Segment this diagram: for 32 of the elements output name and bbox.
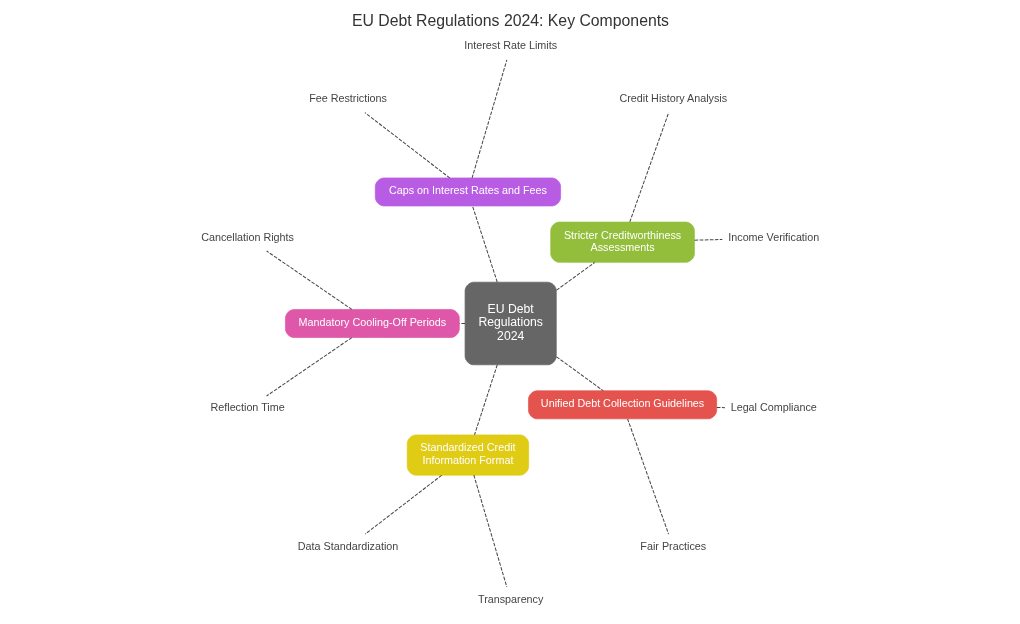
connector	[626, 418, 669, 535]
node-text: Interest Rate Limits	[463, 39, 557, 52]
node-box: Unified Debt Collection Guidelines	[527, 390, 717, 420]
connector	[471, 59, 507, 179]
connector	[555, 356, 604, 392]
node-text: Data Standardization	[297, 539, 398, 552]
connector	[458, 323, 465, 324]
connector	[715, 406, 725, 409]
connector	[472, 474, 507, 588]
node-text: Credit History Analysis	[618, 92, 727, 105]
node-text: Transparency	[477, 592, 543, 605]
node-text: Reflection Time	[210, 401, 285, 414]
connector	[363, 112, 450, 179]
node-box: EU Debt Regulations 2024	[464, 281, 557, 366]
node-text: Legal Compliance	[730, 401, 817, 414]
node-box: Standardized Credit Information Format	[406, 434, 529, 476]
node-box: Caps on Interest Rates and Fees	[374, 177, 561, 207]
node-text: Income Verification	[727, 230, 819, 243]
connector	[364, 474, 442, 535]
connector	[265, 250, 352, 310]
connector	[555, 262, 595, 291]
connector	[471, 205, 498, 283]
connector	[473, 364, 498, 436]
node-text: Fee Restrictions	[308, 92, 387, 105]
connector	[693, 238, 723, 241]
node-box: Stricter Creditworthiness Assessments	[549, 221, 695, 263]
connector	[265, 337, 352, 397]
node-box: Mandatory Cooling-Off Periods	[284, 309, 460, 338]
node-text: Cancellation Rights	[200, 230, 294, 243]
diagram-title: EU Debt Regulations 2024: Key Components	[351, 12, 669, 30]
node-text: Fair Practices	[639, 539, 706, 552]
connector	[628, 112, 669, 223]
